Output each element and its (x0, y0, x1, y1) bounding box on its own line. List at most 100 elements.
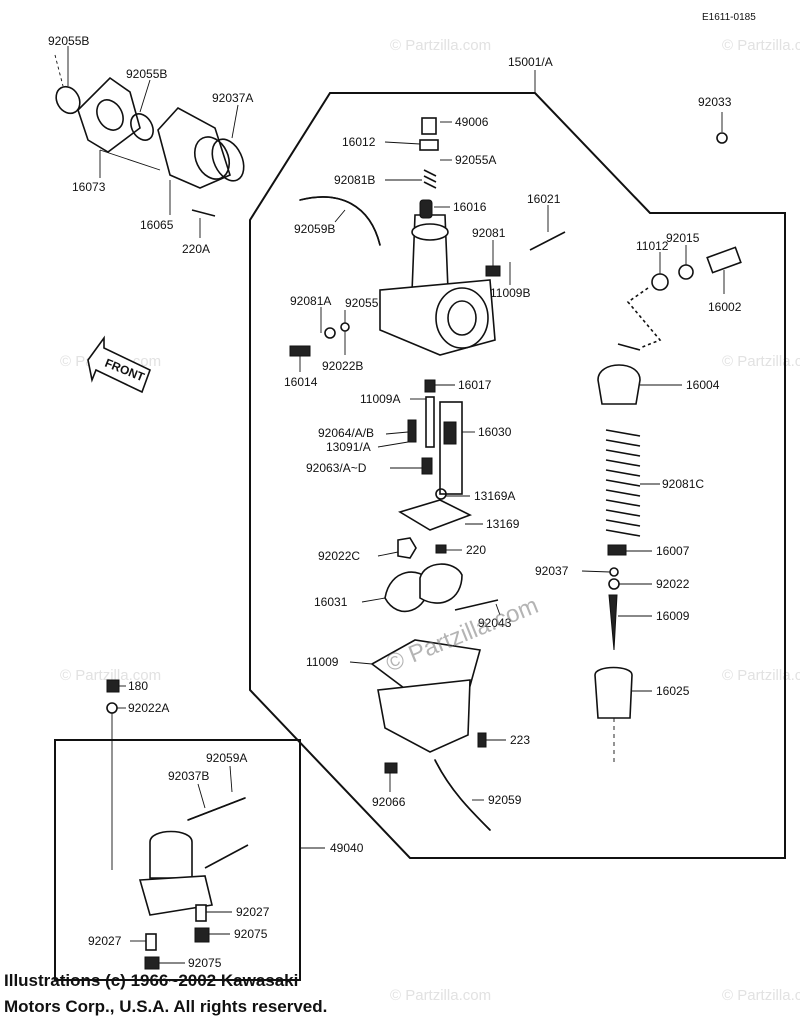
part-label: 15001/A (508, 55, 553, 69)
part-label: 92075 (234, 927, 268, 941)
part-label: 92015 (666, 231, 700, 245)
part-label: 92033 (698, 95, 732, 109)
leader (385, 431, 409, 435)
part-label: 16021 (527, 192, 561, 206)
part-label: 16017 (458, 378, 492, 392)
part-label: 220A (182, 242, 210, 256)
pilot-screw-drawing (289, 345, 311, 357)
spring-drawing (605, 429, 641, 537)
jet-drawing (407, 419, 417, 443)
copyright-line-2: Motors Corp., U.S.A. All rights reserved… (4, 997, 328, 1016)
front-arrow: FRONT (87, 335, 151, 394)
jet-drawing (443, 421, 457, 445)
part-label: 49006 (455, 115, 489, 129)
insulator-plate-drawing (77, 76, 141, 153)
cap-drawing (421, 117, 437, 135)
part-label: 92055 (345, 296, 379, 310)
part-label: 92022C (318, 549, 360, 563)
leader (229, 765, 233, 793)
part-labels: 92055B 92055B 92037A 16073 16065 220A 15… (48, 34, 742, 970)
leader (139, 79, 151, 113)
o-ring-drawing (435, 488, 447, 500)
bracket-drawing (397, 537, 417, 559)
intake-parts (54, 46, 245, 238)
o-ring-drawing (55, 85, 81, 115)
leader (361, 597, 386, 603)
part-label: 92043 (478, 616, 512, 630)
clip-drawing (609, 567, 619, 577)
screw-drawing (106, 679, 120, 693)
part-label: 92081 (472, 226, 506, 240)
part-label: 92022 (656, 577, 690, 591)
part-label: 16025 (656, 684, 690, 698)
top-cap-drawing (597, 364, 641, 405)
part-label: 92027 (88, 934, 122, 948)
carb-outlet (435, 287, 489, 349)
hose-inner (187, 797, 246, 821)
leader (626, 287, 662, 349)
hose-inner (299, 196, 381, 246)
washer-drawing (608, 578, 620, 590)
part-label: 92081C (662, 477, 704, 491)
carb-outlet-bore (447, 300, 477, 336)
part-label: 11009A (360, 392, 400, 406)
leader (197, 783, 206, 809)
leader (334, 209, 346, 223)
drain-screw-drawing (477, 732, 487, 748)
nut-drawing (678, 264, 694, 280)
part-label: 92064/A/B (318, 426, 374, 440)
o-ring-drawing (340, 322, 350, 332)
jet-kit-box (439, 401, 463, 495)
jet-drawing (424, 379, 436, 393)
pulse-hose-drawing (204, 844, 249, 869)
part-label: 16004 (686, 378, 720, 392)
watermark-tile: © Partzilla.com (722, 987, 800, 1004)
jet-drawing (421, 457, 433, 475)
part-label: 16030 (478, 425, 512, 439)
part-label: 92075 (188, 956, 222, 970)
screw-drawing (191, 209, 216, 217)
part-label: 11009B (490, 286, 530, 300)
part-label: 92022B (322, 359, 363, 373)
carb-holder-drawing (157, 106, 231, 189)
washer-drawing (651, 273, 669, 291)
fuel-pump-parts (106, 679, 249, 970)
leader (99, 149, 161, 171)
part-label: 180 (128, 679, 148, 693)
spring-drawing (423, 169, 437, 189)
drain-hose-drawing (434, 759, 491, 831)
drawing-code: E1611-0185 (702, 12, 756, 23)
part-label: 92059B (294, 222, 335, 236)
holder-drawing (607, 544, 627, 556)
insulator-bore (96, 99, 124, 131)
pump-body-drawing (149, 830, 193, 879)
watermark-tile: © Partzilla.com (60, 667, 161, 684)
part-label: 11012 (636, 239, 669, 253)
cable-fitting-drawing (617, 343, 641, 351)
part-label: 16073 (72, 180, 106, 194)
watermark-tile: © Partzilla.com (722, 37, 800, 54)
watermark-tiles: © Partzilla.com © Partzilla.com © Partzi… (60, 37, 800, 1004)
clamp-drawing (194, 927, 210, 943)
drain-hose-inner (434, 759, 491, 831)
leader (581, 570, 611, 573)
pipe-drawing (145, 933, 157, 951)
watermark-tile: © Partzilla.com (390, 37, 491, 54)
needle-jet-drawing (425, 396, 435, 448)
fuel-pump-frame (54, 739, 301, 981)
jet-needle-drawing (608, 594, 618, 651)
screw-drawing (435, 544, 447, 554)
part-label: 13169A (474, 489, 515, 503)
screw-drawing (384, 762, 398, 774)
throttle-valve-drawing (594, 666, 633, 719)
jet-parts (370, 379, 499, 831)
part-label: 16065 (140, 218, 174, 232)
leader (54, 54, 64, 87)
float-drawing (419, 563, 463, 604)
leader (384, 141, 421, 145)
part-label: 92059 (488, 793, 522, 807)
carburetor-assembly-frame (249, 92, 786, 859)
part-label: 92037 (535, 564, 569, 578)
part-label: 220 (466, 543, 486, 557)
leader (495, 603, 501, 616)
